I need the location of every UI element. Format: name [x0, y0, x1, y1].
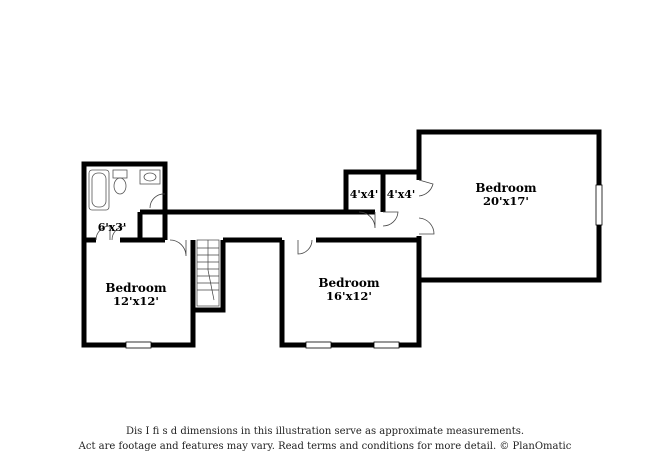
label-bedroom-right-dims: 20'x17' [483, 194, 529, 208]
window-left-bedroom [125, 341, 152, 349]
sink-icon [139, 169, 161, 185]
disclaimer-line-1: Dis I fi s d dimensions in this illustra… [125, 426, 525, 437]
toilet-icon [112, 169, 128, 179]
label-bedroom-middle-name: Bedroom [318, 276, 379, 290]
label-bath-dims: 6'x3' [98, 221, 127, 234]
door-right-bedroom [418, 179, 434, 197]
door-closet-1 [358, 211, 376, 229]
bathtub-icon [88, 169, 110, 211]
door-bath-closet [95, 225, 111, 241]
stairs [196, 239, 220, 307]
label-closet-1-dims: 4'x4' [350, 188, 379, 201]
window-middle-2 [373, 341, 400, 349]
door-closet-2 [382, 211, 399, 227]
wall-bedroom-middle [279, 240, 422, 348]
label-bedroom-left-dims: 12'x12' [113, 294, 159, 308]
door-bath-top [149, 193, 166, 209]
windows [125, 184, 603, 349]
door-left-bedroom [169, 239, 187, 257]
label-bedroom-left-name: Bedroom [105, 281, 166, 295]
wall-bedroom-left [81, 161, 196, 348]
door-middle-bedroom [297, 239, 313, 255]
label-bedroom-right-name: Bedroom [475, 181, 536, 195]
disclaimer-line-2: Act are footage and features may vary. R… [78, 441, 572, 452]
room-labels: Bedroom 20'x17' Bedroom 16'x12' Bedroom … [98, 181, 537, 308]
window-right-bedroom [595, 184, 603, 226]
label-bedroom-middle-dims: 16'x12' [326, 289, 372, 303]
bath-fixtures [88, 169, 161, 211]
door-hall-right [418, 217, 435, 235]
doors [95, 179, 435, 257]
label-closet-2-dims: 4'x4' [387, 188, 416, 201]
window-middle-1 [305, 341, 332, 349]
walls [81, 129, 602, 348]
door-bath [111, 225, 127, 241]
